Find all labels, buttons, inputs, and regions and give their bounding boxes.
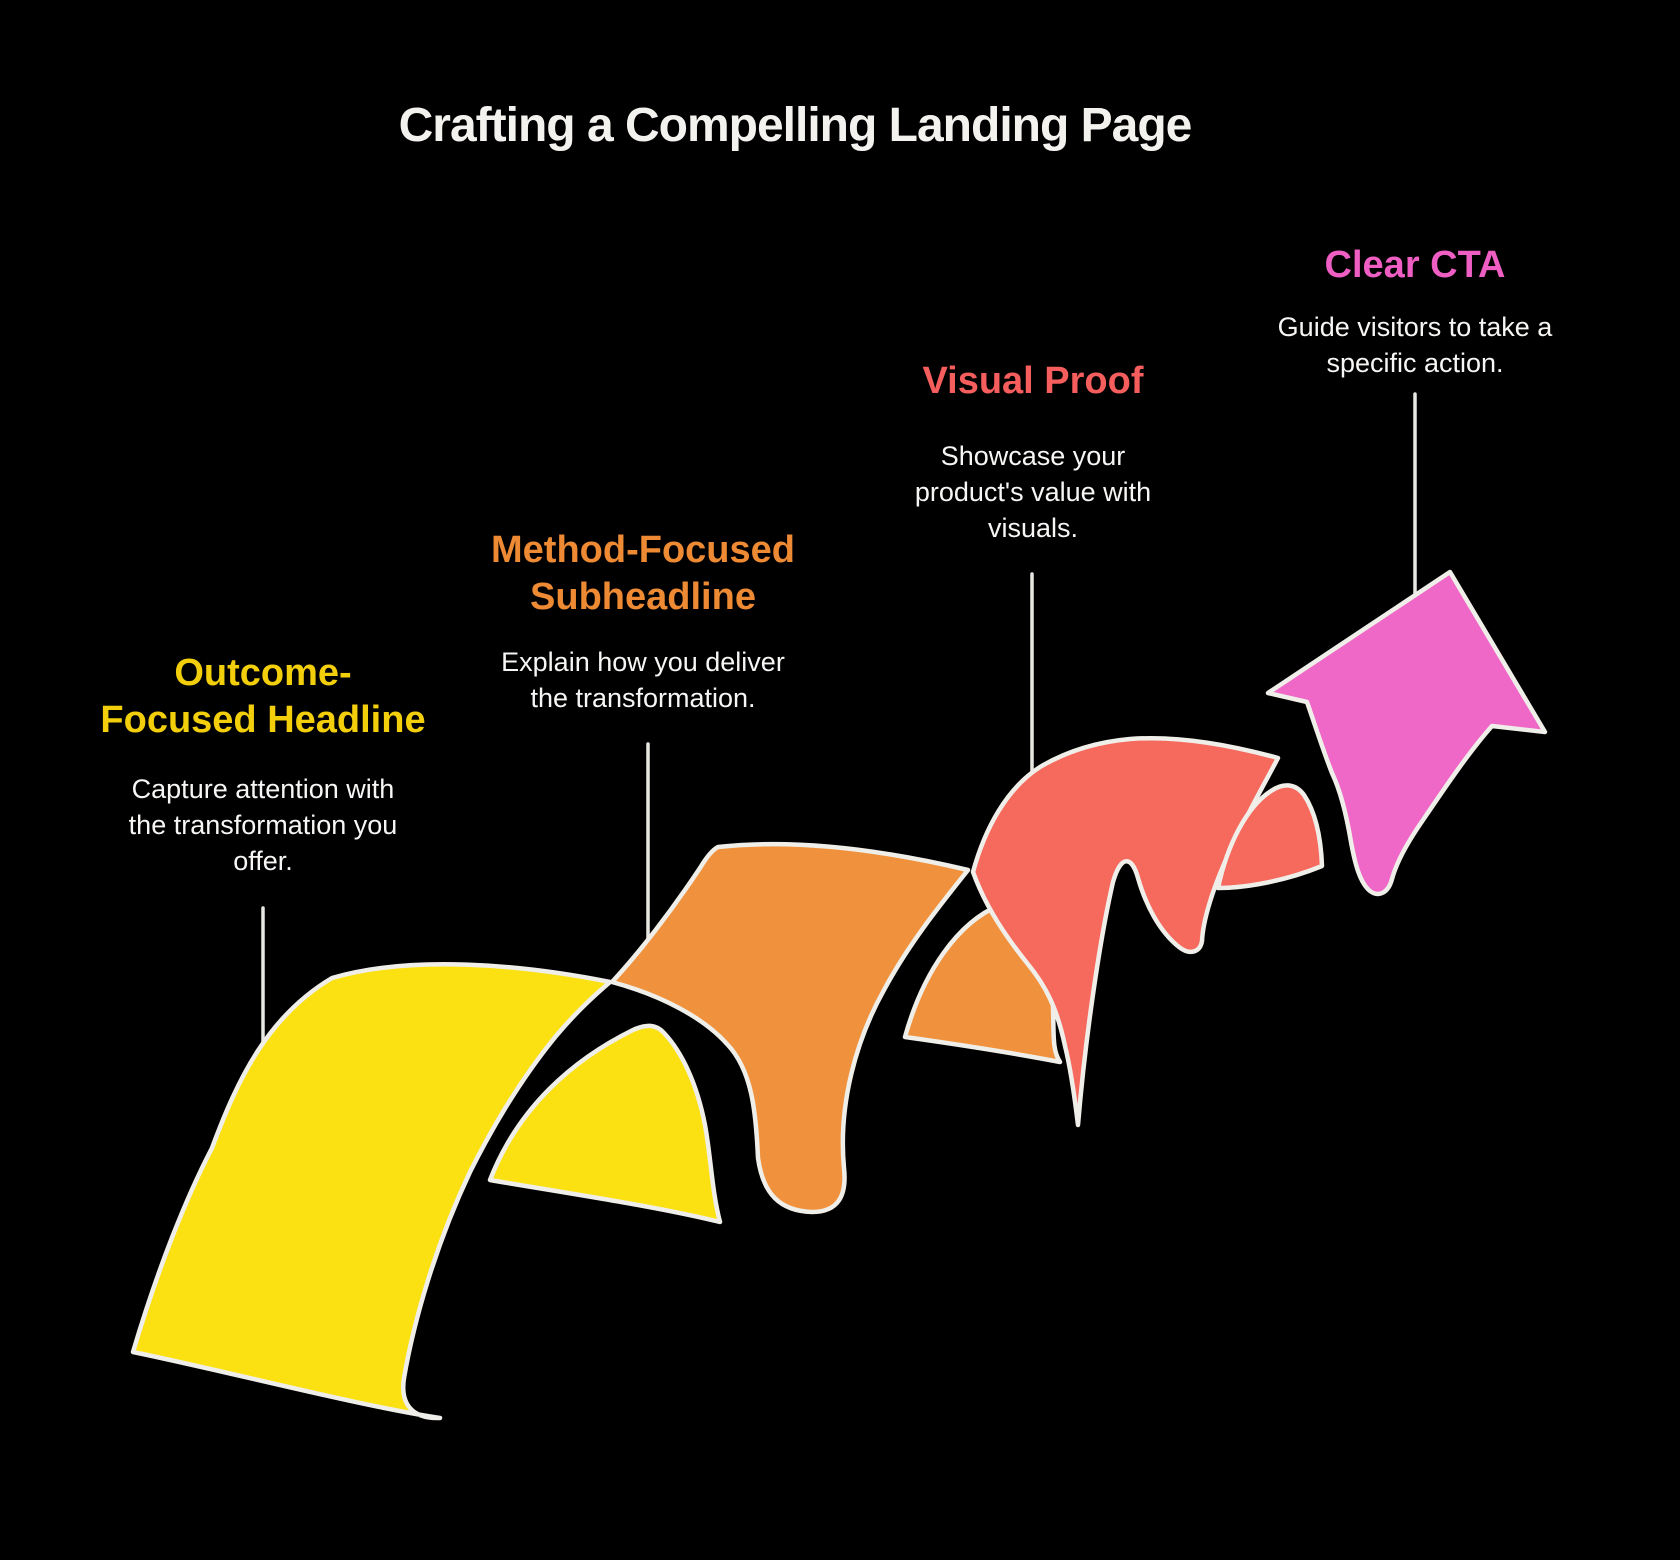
step-title: Method-Focused Subheadline xyxy=(491,529,795,618)
ribbon-segment-red-front xyxy=(970,735,1281,1128)
step-title: Outcome- Focused Headline xyxy=(100,652,426,741)
ribbon-segment-yellow-front xyxy=(130,962,613,1421)
step-description: Capture attention with the transformatio… xyxy=(128,774,398,876)
step-description: Explain how you deliver the transformati… xyxy=(501,647,785,713)
ribbon-segment-red-back-fold xyxy=(1215,783,1325,891)
step-description: Showcase your product's value with visua… xyxy=(914,441,1152,543)
step-block-clear-cta: Clear CTA Guide visitors to take a speci… xyxy=(1245,242,1585,381)
page-title: Crafting a Compelling Landing Page xyxy=(398,99,1193,152)
ribbon-segment-orange-front xyxy=(609,841,971,1215)
step-title: Clear CTA xyxy=(1324,244,1506,286)
step-block-visual-proof: Visual Proof Showcase your product's val… xyxy=(883,358,1183,546)
ribbon-segment-yellow-back-fold xyxy=(487,1023,723,1225)
step-block-outcome-focused-headline: Outcome- Focused Headline Capture attent… xyxy=(93,650,433,879)
step-title: Visual Proof xyxy=(922,360,1144,402)
ribbon-arrow-pink xyxy=(1265,569,1548,897)
step-block-method-focused-subheadline: Method-Focused Subheadline Explain how y… xyxy=(473,527,813,716)
step-description: Guide visitors to take a specific action… xyxy=(1277,312,1553,378)
